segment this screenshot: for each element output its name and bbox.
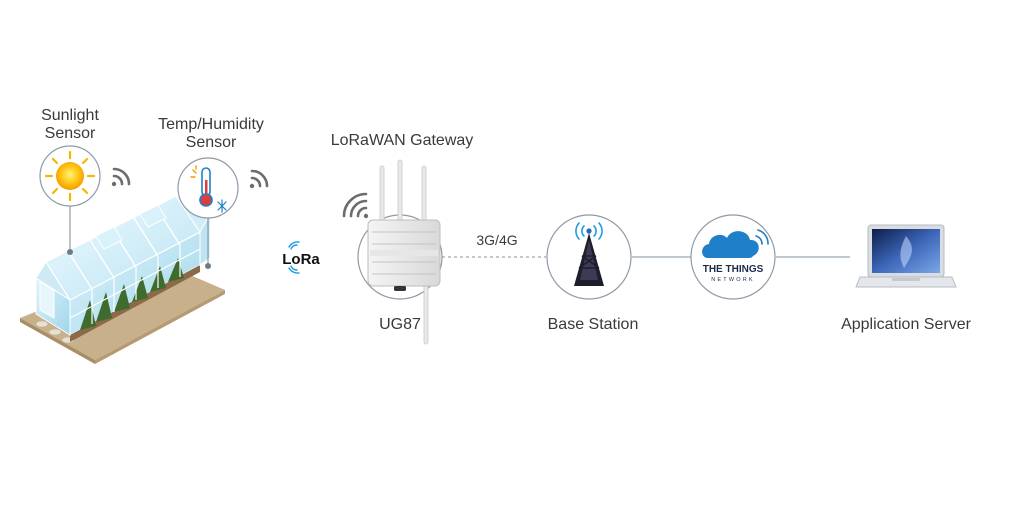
sunlight-sensor-label-line2: Sensor: [44, 125, 96, 142]
temp-humidity-sensor-label-line2: Sensor: [185, 134, 237, 151]
lora-logo-text: LoRa: [282, 251, 320, 268]
base-station-node: [546, 214, 632, 300]
sunlight-sensor-node: [39, 145, 131, 207]
thermometer-icon: [190, 165, 227, 213]
base-station-label: Base Station: [547, 316, 639, 333]
ttn-title-text: THE THINGS: [703, 264, 764, 275]
gateway-node: [342, 159, 443, 345]
sunlight-sensor-label: Sunlight Sensor: [30, 107, 110, 143]
wifi-signal-icon: [342, 192, 369, 219]
ttn-node: THE THINGS NETWORK: [690, 214, 776, 300]
temp-humidity-sensor-node: [177, 157, 269, 219]
lora-logo: LoRa: [282, 241, 320, 274]
gateway-model: UG87: [379, 316, 421, 333]
wifi-signal-icon: [249, 169, 269, 189]
gateway-device-icon: [367, 159, 441, 345]
ttn-subtitle-text: NETWORK: [711, 277, 755, 283]
temp-humidity-sensor-label: Temp/Humidity Sensor: [146, 116, 276, 152]
edge-label-3g4g: 3G/4G: [476, 232, 517, 248]
sun-icon: [44, 150, 96, 202]
temp-humidity-sensor-label-line1: Temp/Humidity: [158, 116, 264, 133]
cloud-icon: [702, 229, 769, 258]
sunlight-sensor-label-line1: Sunlight: [41, 107, 99, 124]
wifi-signal-icon: [111, 167, 131, 187]
application-server-label: Application Server: [841, 316, 971, 333]
cell-tower-icon: [574, 222, 604, 286]
gateway-title: LoRaWAN Gateway: [330, 132, 474, 149]
greenhouse-illustration: [20, 195, 225, 364]
laptop-icon: [855, 224, 957, 288]
